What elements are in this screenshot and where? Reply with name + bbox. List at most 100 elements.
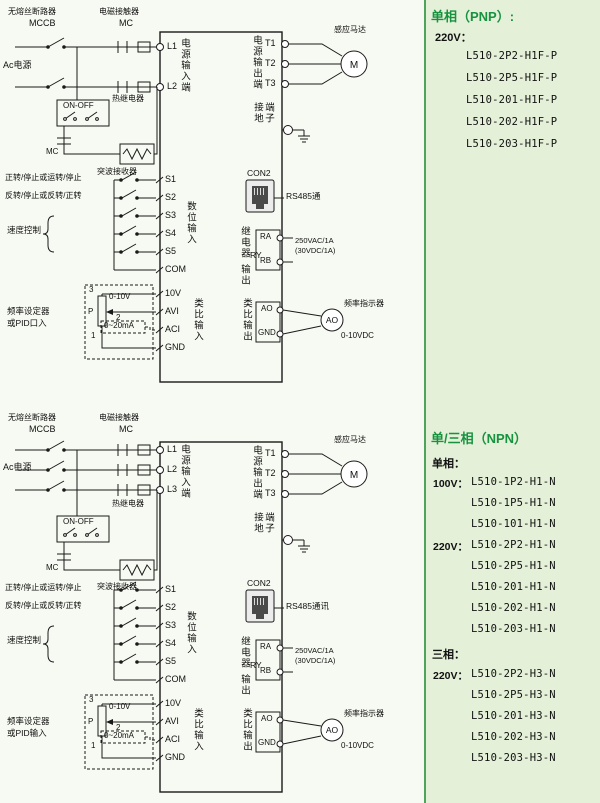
model-number: L510-203-H3-N xyxy=(471,752,556,764)
speed-control-label: 速度控制 xyxy=(7,225,42,235)
meter-ao-label: AO xyxy=(326,315,339,325)
breaker-label: 无熔丝断路器 xyxy=(8,7,56,16)
voltage-prefix: 220V： xyxy=(433,541,469,553)
terminal-ao: AO xyxy=(261,304,273,313)
power-output-circuit xyxy=(281,450,368,553)
range-0-10v: 0-10V xyxy=(109,702,131,711)
con2-connector xyxy=(245,589,284,623)
model-number: L510-202-H3-N xyxy=(471,731,556,743)
model-row: L510-2P5-H1-N xyxy=(433,560,556,572)
ground-terminal-label: 接地端子 xyxy=(252,102,274,124)
contactor-label: 电磁接触器 xyxy=(99,7,139,16)
forward-stop-label: 正转/停止或运转/停止 xyxy=(5,173,82,182)
motor-m-label: M xyxy=(350,60,358,71)
pot-label-p: P xyxy=(88,307,94,316)
motor-symbol xyxy=(340,50,368,78)
terminal-s2: S2 xyxy=(165,192,177,202)
model-number: L510-2P2-H3-N xyxy=(471,668,556,680)
freq-indicator-range: 0-10VDC xyxy=(341,331,374,340)
power-output-label: 电源输出端 xyxy=(251,445,262,500)
contactor-code: MC xyxy=(119,424,133,434)
terminal-gnd-2: GND xyxy=(258,738,276,747)
power-output-circuit xyxy=(281,40,368,143)
speed-control-label: 速度控制 xyxy=(7,635,42,645)
model-number: L510-203-H1F-P xyxy=(466,138,558,150)
range-0-20ma: 0~20mA xyxy=(104,731,135,740)
terminal-s1: S1 xyxy=(165,174,177,184)
freq-setter-label-2: 或PID口入 xyxy=(7,318,47,328)
pot-pin-3: 3 xyxy=(89,695,94,704)
model-number: L510-101-H1-N xyxy=(471,518,556,530)
relay-rating-1: 250VAC/1A xyxy=(295,236,334,245)
digital-input-label: 数位输入 xyxy=(185,201,196,245)
on-off-label: ON-OFF xyxy=(63,101,94,110)
model-row: L510-202-H1-N xyxy=(433,602,556,614)
thermal-relay-label: 热继电器 xyxy=(112,499,144,508)
voltage-prefix: 100V： xyxy=(433,478,469,490)
analog-output-label: 类比输出 xyxy=(241,298,252,342)
model-number: L510-201-H1-N xyxy=(471,581,556,593)
surge-absorber-label: 突波接收器 xyxy=(97,167,137,176)
terminal-t2: T2 xyxy=(265,58,276,68)
freq-indicator-label: 频率指示器 xyxy=(344,709,384,718)
terminal-s2: S2 xyxy=(165,602,177,612)
frequency-meter xyxy=(320,308,344,332)
inverter-box xyxy=(159,31,283,383)
model-row: L510-1P5-H1-N xyxy=(433,497,556,509)
breaker-code: MCCB xyxy=(29,18,56,28)
wiring-svg-pnp: M AO xyxy=(15,31,368,383)
terminal-com: COM xyxy=(165,674,186,684)
power-output-label: 电源输出端 xyxy=(251,35,262,90)
ground-symbol xyxy=(292,539,310,553)
model-number: L510-2P2-H1-N xyxy=(471,539,556,551)
terminal-ao: AO xyxy=(261,714,273,723)
contactor-code: MC xyxy=(119,18,133,28)
control-circuit xyxy=(56,47,158,165)
analog-input-circuit xyxy=(84,284,164,360)
voltage-prefix xyxy=(433,710,471,722)
freq-setter-label-2: 或PID输入 xyxy=(7,728,47,738)
meter-ao-label: AO xyxy=(326,725,339,735)
pnp-title: 单相（PNP）: xyxy=(431,9,515,24)
model-row: L510-2P5-H3-N xyxy=(433,689,556,701)
terminal-aci: ACI xyxy=(165,324,181,334)
terminal-avi: AVI xyxy=(165,306,179,316)
terminal-10v: 10V xyxy=(165,698,182,708)
voltage-prefix xyxy=(433,752,471,764)
con2-label: CON2 xyxy=(247,578,271,588)
voltage-prefix xyxy=(433,623,471,635)
model-row: L510-201-H3-N xyxy=(433,710,556,722)
model-number: L510-1P2-H1-N xyxy=(471,476,556,488)
voltage-prefix xyxy=(433,731,471,743)
motor-m-label: M xyxy=(350,470,358,481)
frequency-meter xyxy=(320,718,344,742)
terminal-s1: S1 xyxy=(165,584,177,594)
model-number: L510-2P5-H1-N xyxy=(471,560,556,572)
range-0-10v: 0-10V xyxy=(109,292,131,301)
model-row: L510-203-H1-N xyxy=(433,623,556,635)
reverse-stop-label: 反转/停止或反转/正转 xyxy=(5,601,82,610)
freq-indicator-range: 0-10VDC xyxy=(341,741,374,750)
ground-symbol xyxy=(292,129,310,143)
terminal-ra: RA xyxy=(260,642,272,651)
ac-power-label: Ac电源 xyxy=(3,462,32,472)
model-number: L510-2P2-H1F-P xyxy=(466,50,558,62)
forward-stop-label: 正转/停止或运转/停止 xyxy=(5,583,82,592)
surge-absorber-label: 突波接收器 xyxy=(97,582,137,591)
terminal-s4: S4 xyxy=(165,228,177,238)
ground-terminal-label: 接地端子 xyxy=(252,512,274,534)
terminal-avi: AVI xyxy=(165,716,179,726)
relay-ry-label: RY xyxy=(250,660,262,670)
pot-label-p: P xyxy=(88,717,94,726)
model-number: L510-2P5-H3-N xyxy=(471,689,556,701)
model-row: 100V：L510-1P2-H1-N xyxy=(433,476,556,491)
terminal-t1: T1 xyxy=(265,448,276,458)
inverter-box xyxy=(159,441,283,793)
terminal-l2: L2 xyxy=(167,464,178,474)
terminal-rb: RB xyxy=(260,666,272,675)
model-row: L510-201-H1-N xyxy=(433,581,556,593)
wiring-diagram-npn: M AO 无熔丝断路器 MCCB 电磁接触器 MC Ac电源 热继电器 ON-O… xyxy=(2,412,422,803)
terminal-t1: T1 xyxy=(265,38,276,48)
digital-input-circuit xyxy=(42,171,164,274)
terminal-gnd: GND xyxy=(165,342,185,352)
